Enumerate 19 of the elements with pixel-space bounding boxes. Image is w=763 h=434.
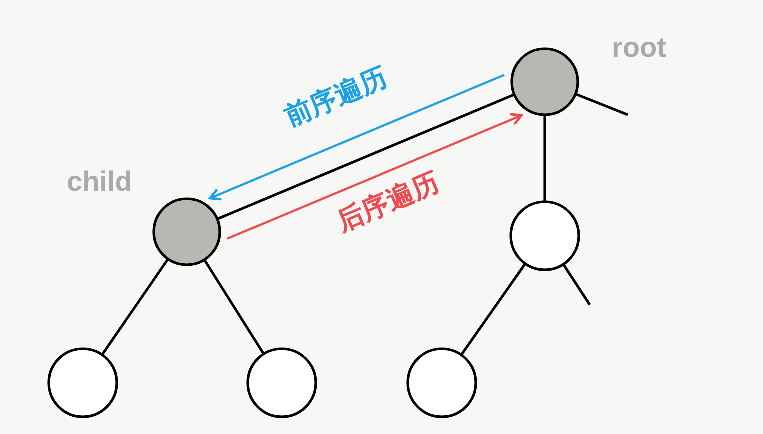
tree-node-circle [509, 200, 581, 272]
traversal-arrow [209, 74, 506, 201]
tree-node-circle [406, 347, 478, 419]
tree-branch-line [460, 263, 527, 356]
tree-node-circle [152, 197, 222, 267]
tree-branch-line [575, 92, 628, 116]
tree-node-circle [47, 347, 119, 419]
node-name-label: root [612, 32, 666, 64]
edge-label: 前序遍历 [279, 61, 393, 135]
tree-node-circle [246, 347, 318, 419]
traversal-arrow [226, 113, 523, 240]
tree-branch-line [216, 94, 516, 220]
tree-branch-line [203, 259, 265, 355]
edge-label: 后序遍历 [331, 166, 445, 240]
tree-branch-line [544, 115, 546, 202]
tree-branch-line [101, 258, 170, 356]
node-name-label: child [67, 166, 132, 198]
tree-node-circle [510, 47, 580, 117]
tree-branch-line [562, 264, 592, 306]
